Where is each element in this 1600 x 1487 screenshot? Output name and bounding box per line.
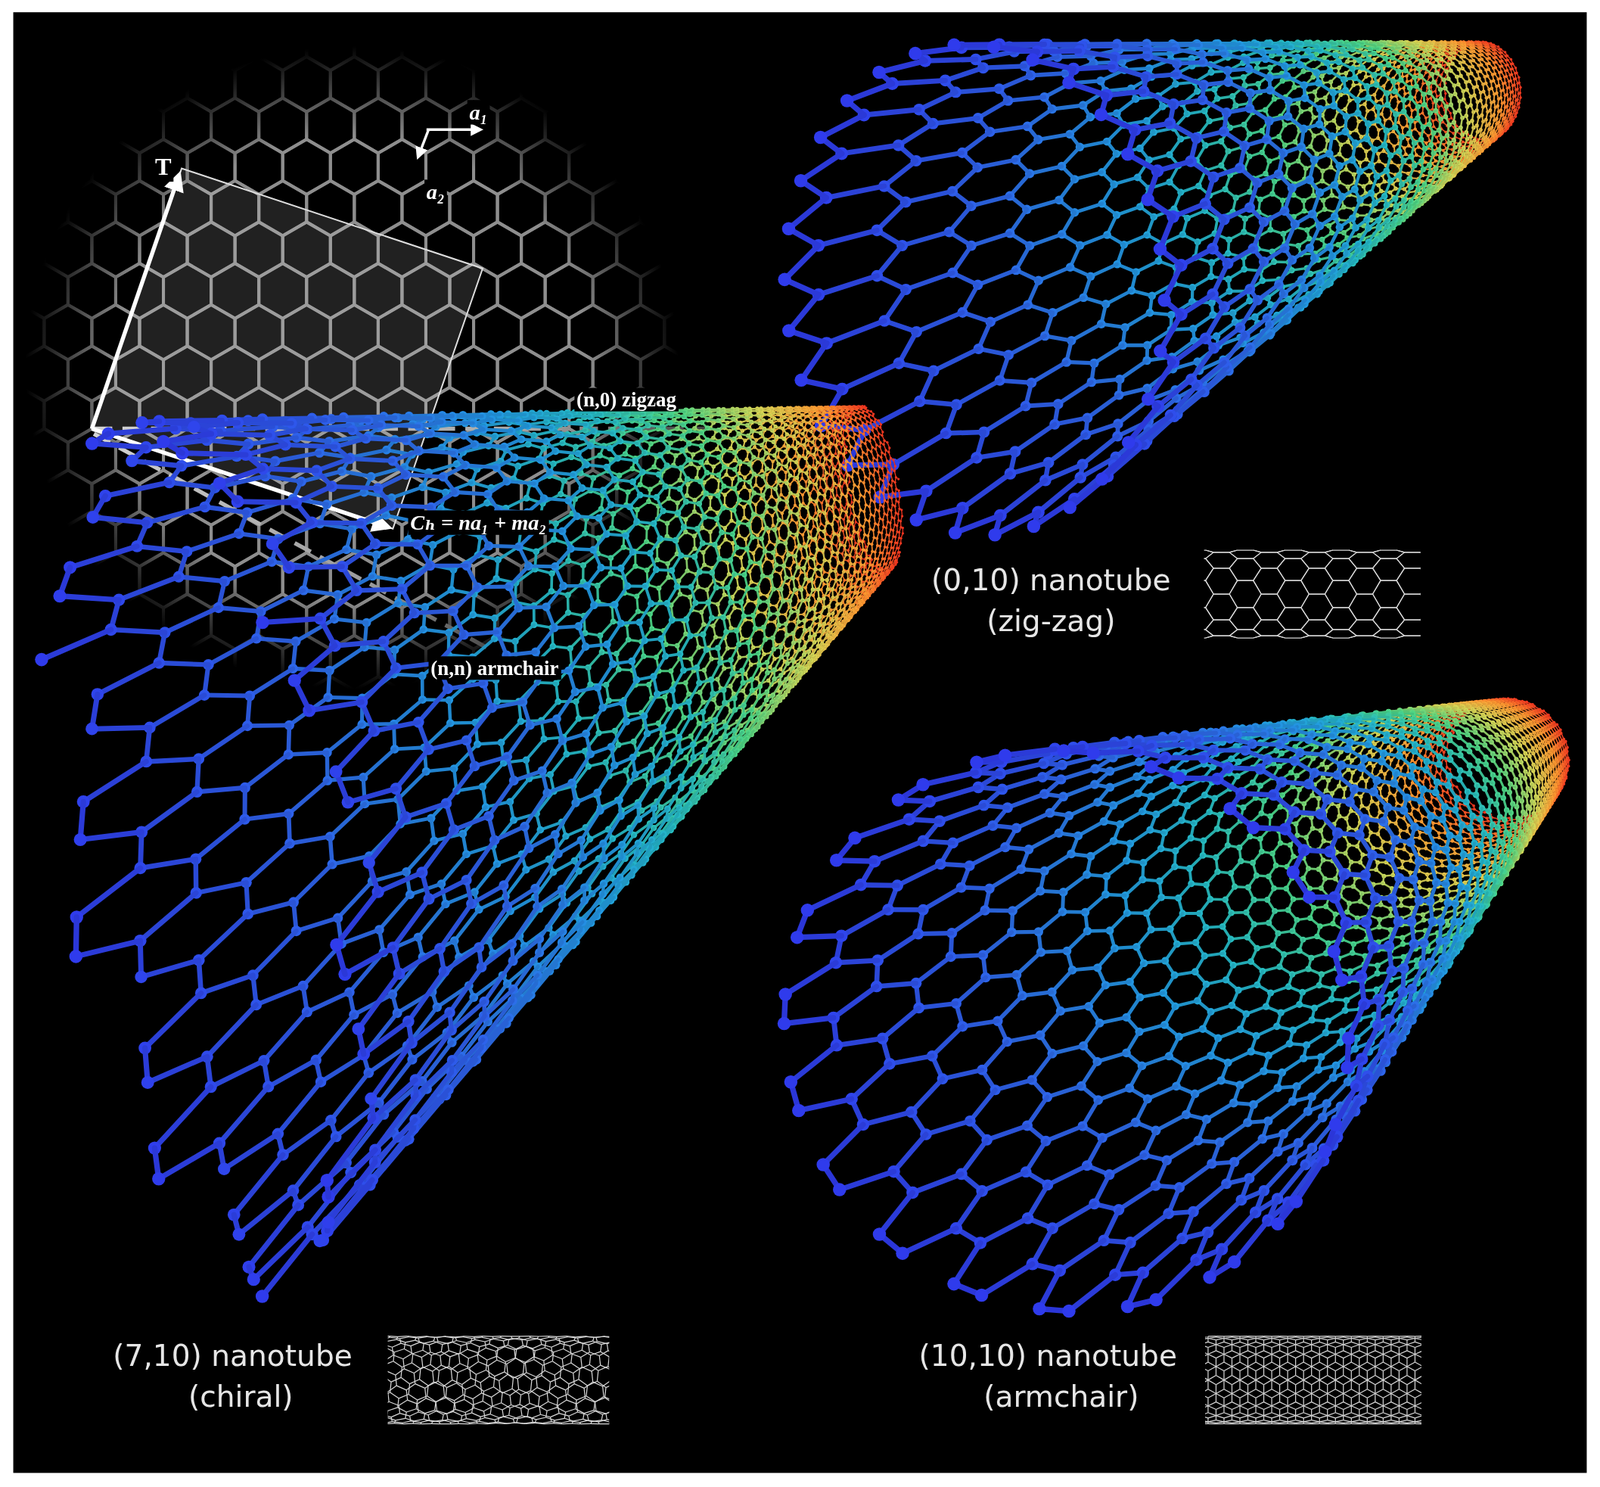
figure-stage: Ta₁a₂(n,0) zigzagCₕ = na₁ + ma₂(n,n) arm… — [0, 0, 1600, 1487]
